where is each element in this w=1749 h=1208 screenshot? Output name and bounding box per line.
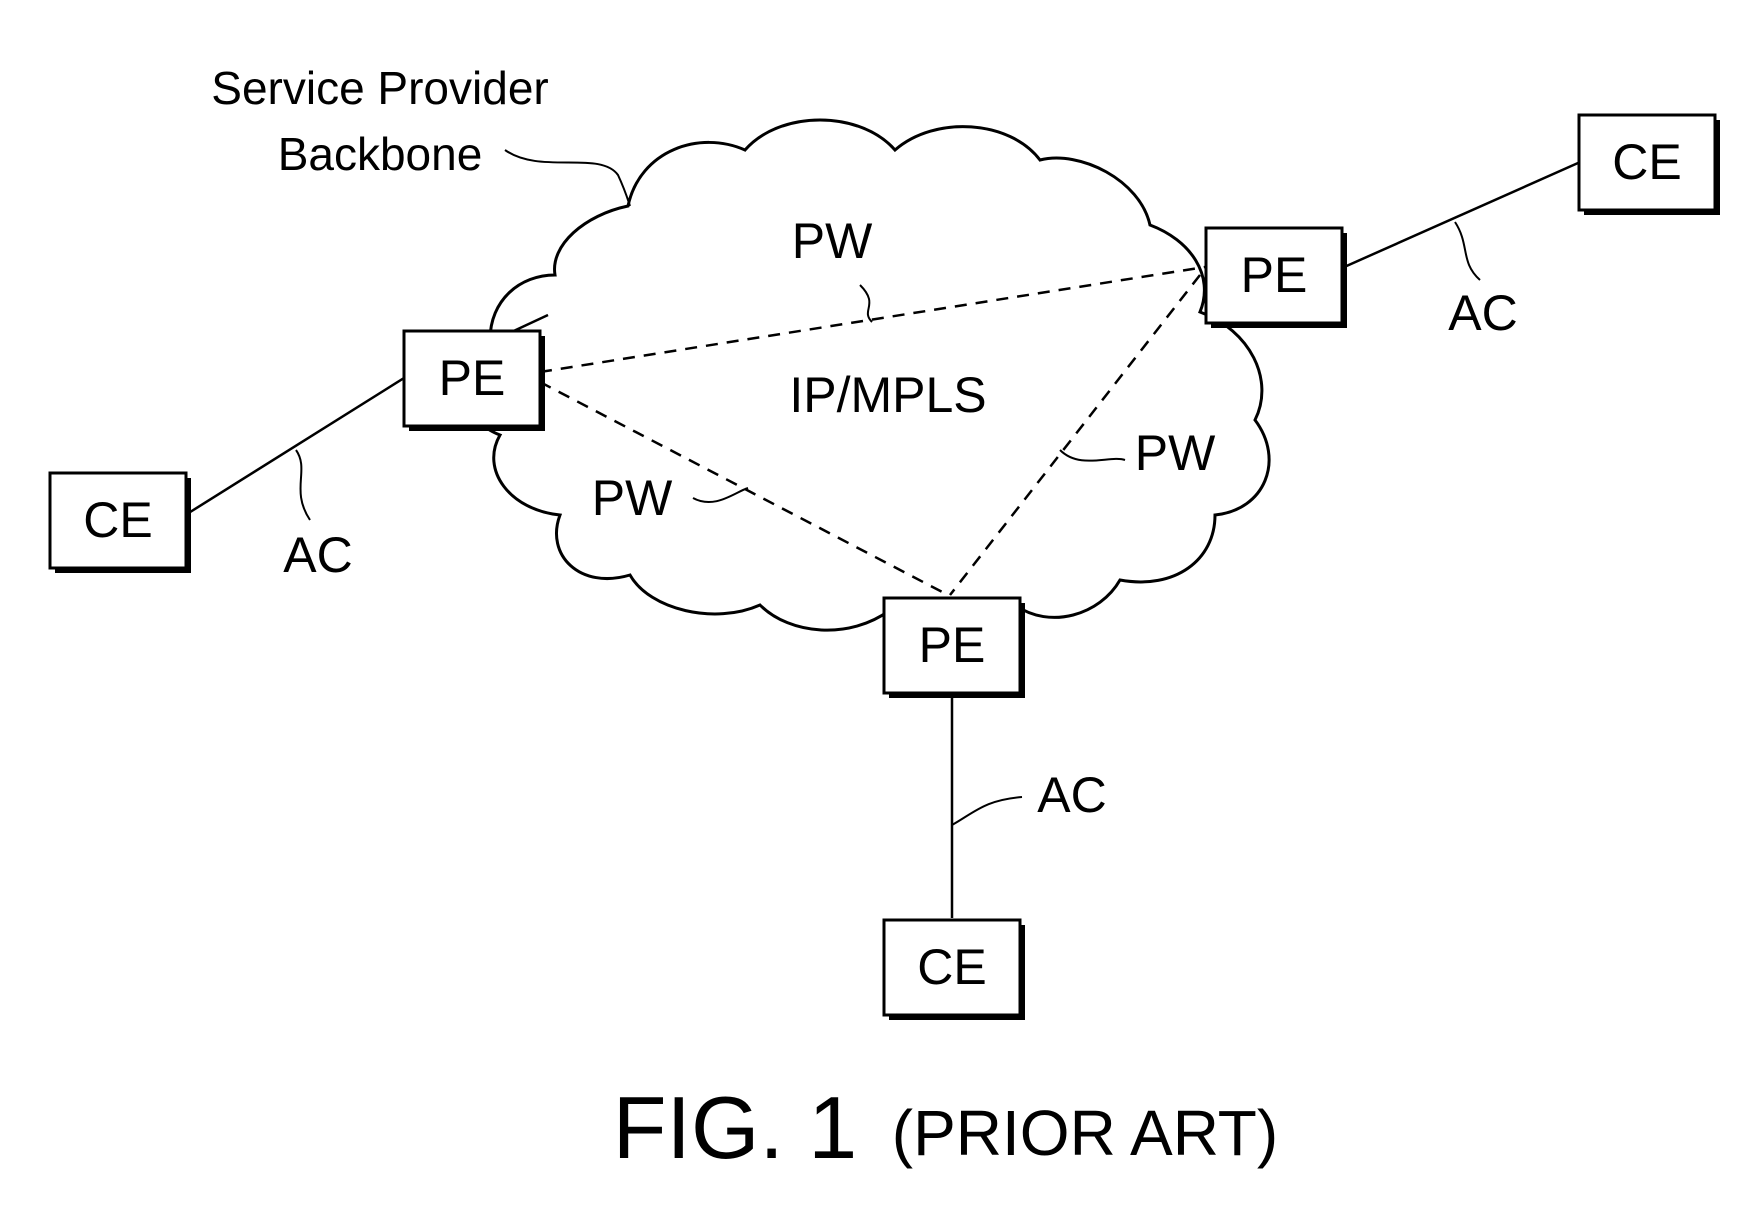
- prior-art-note: (PRIOR ART): [892, 1097, 1278, 1169]
- ce-right-label: CE: [1612, 134, 1681, 190]
- ac-left-label: AC: [283, 527, 352, 583]
- ce-left-label: CE: [83, 492, 152, 548]
- ac-right-leader: [1455, 222, 1480, 280]
- pe-node-right: PE: [1206, 228, 1347, 328]
- ac-bottom-leader: [952, 797, 1022, 825]
- backbone-label-line2: Backbone: [278, 128, 483, 180]
- ac-right-label: AC: [1448, 285, 1517, 341]
- pw-top-label: PW: [792, 213, 873, 269]
- backbone-label-line1: Service Provider: [211, 62, 548, 114]
- ac-link-left: [187, 378, 404, 514]
- ce-node-right: CE: [1579, 115, 1720, 215]
- ac-link-right: [1342, 163, 1578, 268]
- ac-bottom-label: AC: [1037, 767, 1106, 823]
- pe-right-label: PE: [1241, 247, 1308, 303]
- pe-node-left: PE: [404, 331, 545, 431]
- pw-left-label: PW: [592, 470, 673, 526]
- backbone-leader: [505, 150, 630, 206]
- core-label: IP/MPLS: [789, 367, 986, 423]
- pe-node-bottom: PE: [884, 598, 1025, 698]
- pe-left-label: PE: [439, 350, 506, 406]
- ce-node-bottom: CE: [884, 920, 1025, 1020]
- ac-left-leader: [296, 450, 310, 520]
- pe-bottom-label: PE: [919, 617, 986, 673]
- ce-bottom-label: CE: [917, 939, 986, 995]
- pw-right-label: PW: [1135, 425, 1216, 481]
- figure-caption: FIG. 1: [613, 1078, 858, 1177]
- ce-node-left: CE: [50, 473, 191, 573]
